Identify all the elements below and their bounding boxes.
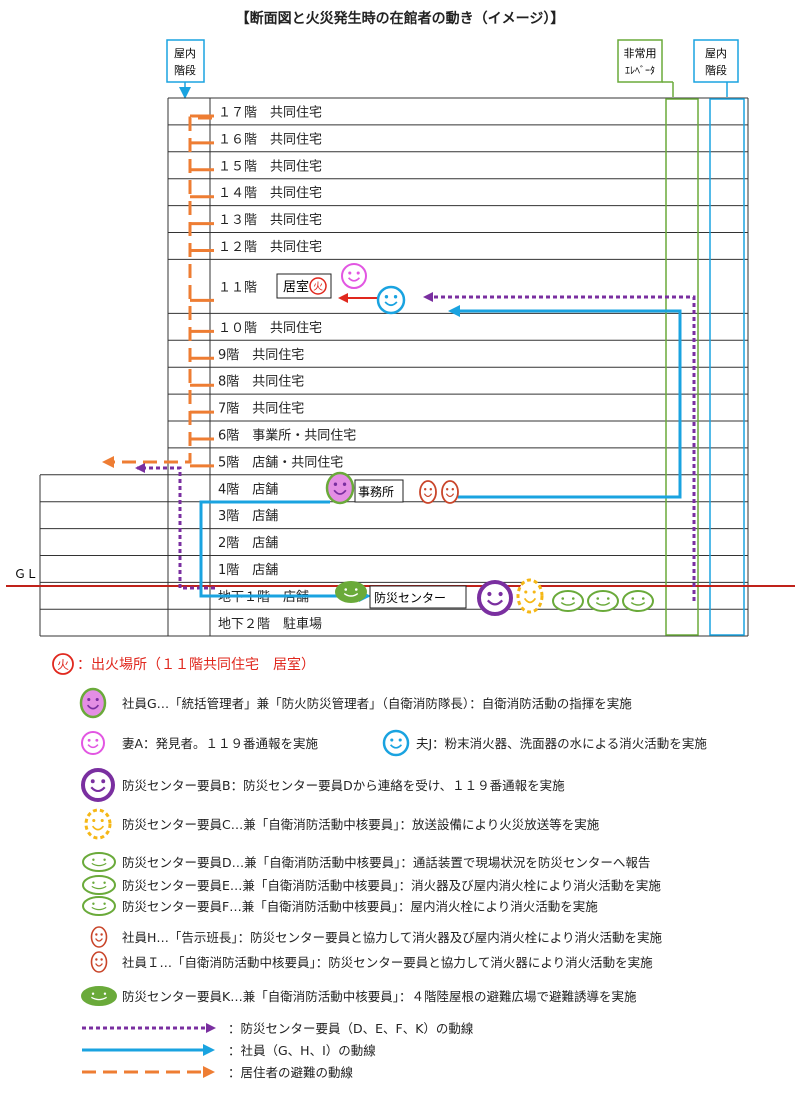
legend-husband-j-text: 夫J：粉末消火器、洗面器の水による消火活動を実施: [416, 736, 707, 751]
floor-label-2: １５階 共同住宅: [218, 159, 322, 174]
legend-employee-g-text: 社員G…「統括管理者」兼「防火防災管理者」（自衛消防隊長）：自衛消防活動の指揮を…: [122, 696, 632, 711]
legend-staff-e-icon: [82, 875, 116, 895]
disaster-center-box: [369, 585, 467, 609]
employee-route: [448, 305, 682, 499]
staff-e-figure: [587, 590, 619, 612]
legend-employee-h-icon: [90, 926, 108, 948]
employee-h-figure: [419, 480, 437, 504]
floor-label-9: 8階 共同住宅: [218, 375, 304, 390]
emergency-elevator-shaft: [665, 98, 699, 636]
wife-a-figure: [341, 263, 367, 289]
floor-label-7: １０階 共同住宅: [218, 321, 322, 336]
legend-staff-b-text: 防災センター要員B：防災センター要員Dから連絡を受け、１１９番通報を実施: [122, 778, 565, 793]
legend-staff-c-icon: [84, 808, 112, 840]
legend-employee-i-icon: [90, 951, 108, 973]
fire-icon: [309, 277, 327, 295]
floor-label-5: １２階 共同住宅: [218, 240, 322, 255]
staff-c-figure: [516, 578, 544, 614]
legend-employee-h-text: 社員H…「告示班長」：防災センター要員と協力して消火器及び屋内消火栓により消火活…: [122, 930, 663, 945]
floor-label-14: 3階 店舗: [218, 509, 278, 524]
legend-wife-a-icon: [81, 731, 105, 755]
legend-orange-line-text: ：居住者の避難の動線: [228, 1065, 354, 1080]
stair-right-label-line2: 階段: [705, 63, 727, 77]
office-box: [354, 479, 404, 503]
legend-staff-f-text: 防災センター要員F…兼「自衛消防活動中核要員」：屋内消火栓により消火活動を実施: [122, 899, 598, 914]
floor-label-12: 5階 店舗・共同住宅: [218, 455, 343, 470]
floor-label-16: 1階 店舗: [218, 563, 278, 578]
legend-husband-j-icon: [382, 729, 410, 757]
legend-wife-a-text: 妻A：発見者。１１９番通報を実施: [122, 736, 319, 751]
stair-left-label-line1: 屋内: [174, 46, 196, 60]
legend-employee-g-icon: [79, 687, 107, 719]
legend-purple-line-text: ：防災センター要員（D、E、F、K）の動線: [228, 1021, 474, 1036]
floor-label-0: １７階 共同住宅: [218, 105, 322, 120]
legend-staff-f-icon: [82, 896, 116, 916]
legend-staff-k-icon: [81, 986, 117, 1006]
husband-j-figure: [376, 285, 406, 315]
stair-left-label-line2: 階段: [174, 63, 196, 77]
legend-blue-line-text: ：社員（G、H、I）の動線: [228, 1043, 376, 1058]
room-label: 居室: [283, 279, 309, 295]
floor-label-18: 地下２階 駐車場: [218, 617, 322, 632]
resident-evacuation-route: [102, 116, 212, 468]
stair-right-label: 屋内 階段: [693, 39, 739, 83]
elevator-label-line1: 非常用: [624, 47, 657, 60]
legend-staff-e-text: 防災センター要員E…兼「自衛消防活動中核要員」：消火器及び屋内消火栓により消火活…: [122, 878, 661, 893]
diagram-figures: [325, 263, 654, 616]
stair-left-label: 屋内 階段: [166, 39, 205, 83]
floor-label-4: １３階 共同住宅: [218, 213, 322, 228]
fire-legend-text: ：出火場所（１１階共同住宅 居室）: [77, 656, 315, 673]
fire-icon-glyph: 火: [313, 281, 323, 293]
floor-label-10: 7階 共同住宅: [218, 402, 304, 417]
floor-label-13: 4階 店舗: [218, 482, 278, 497]
staff-k-figure: [335, 581, 367, 603]
office-label: 事務所: [358, 485, 394, 499]
elevator-label-line2: ｴﾚﾍﾞｰﾀ: [625, 65, 655, 77]
disaster-center-label: 防災センター: [374, 590, 446, 605]
floor-label-15: 2階 店舗: [218, 536, 278, 551]
floor-label-6: １１階: [218, 280, 257, 295]
employee-route-lower: [199, 500, 371, 602]
resident-evacuation-ticks: [190, 114, 214, 468]
center-staff-route: [423, 292, 696, 601]
fire-legend-glyph: 火: [57, 658, 69, 672]
legend: 火 ：出火場所（１１階共同住宅 居室） 社員G…「統括管理者」兼「防火防災管理者」（…: [52, 653, 707, 1080]
building-outline: [39, 97, 749, 637]
employee-i-figure: [441, 480, 459, 504]
employee-g-figure: [325, 471, 355, 505]
legend-staff-d-icon: [82, 852, 116, 872]
gl-label: ＧＬ: [14, 567, 38, 581]
floor-label-3: １４階 共同住宅: [218, 186, 322, 201]
fire-legend-icon: [52, 653, 74, 675]
staff-b-figure: [477, 580, 513, 616]
floor-labels: １７階 共同住宅 １６階 共同住宅 １５階 共同住宅 １４階 共同住宅 １３階 共同住宅…: [218, 105, 356, 631]
legend-staff-d-text: 防災センター要員D…兼「自衛消防活動中核要員」：通話装置で現場状況を防災センター…: [122, 855, 650, 870]
floor-label-1: １６階 共同住宅: [218, 132, 322, 147]
diagram-title: 【断面図と火災発生時の在館者の動き（イメージ）】: [236, 10, 565, 27]
stair-right-label-line1: 屋内: [705, 46, 727, 60]
legend-staff-k-text: 防災センター要員K…兼「自衛消防活動中核要員」：４階陸屋根の避難広場で避難誘導を…: [122, 989, 637, 1004]
floor-label-11: 6階 事業所・共同住宅: [218, 427, 356, 443]
legend-staff-b-icon: [81, 768, 115, 802]
floor-label-8: 9階 共同住宅: [218, 348, 304, 363]
center-staff-route-evacuation: [135, 463, 215, 590]
staff-f-figure: [622, 590, 654, 612]
stair-right-shaft: [709, 98, 745, 636]
staff-d-figure: [552, 590, 584, 612]
legend-employee-i-text: 社員Ｉ…「自衛消防活動中核要員」：防災センター要員と協力して消火器により消火活動…: [122, 955, 653, 970]
legend-staff-c-text: 防災センター要員C…兼「自衛消防活動中核要員」：放送設備により火災放送等を実施: [122, 817, 600, 832]
elevator-label: 非常用 ｴﾚﾍﾞｰﾀ: [617, 39, 663, 83]
